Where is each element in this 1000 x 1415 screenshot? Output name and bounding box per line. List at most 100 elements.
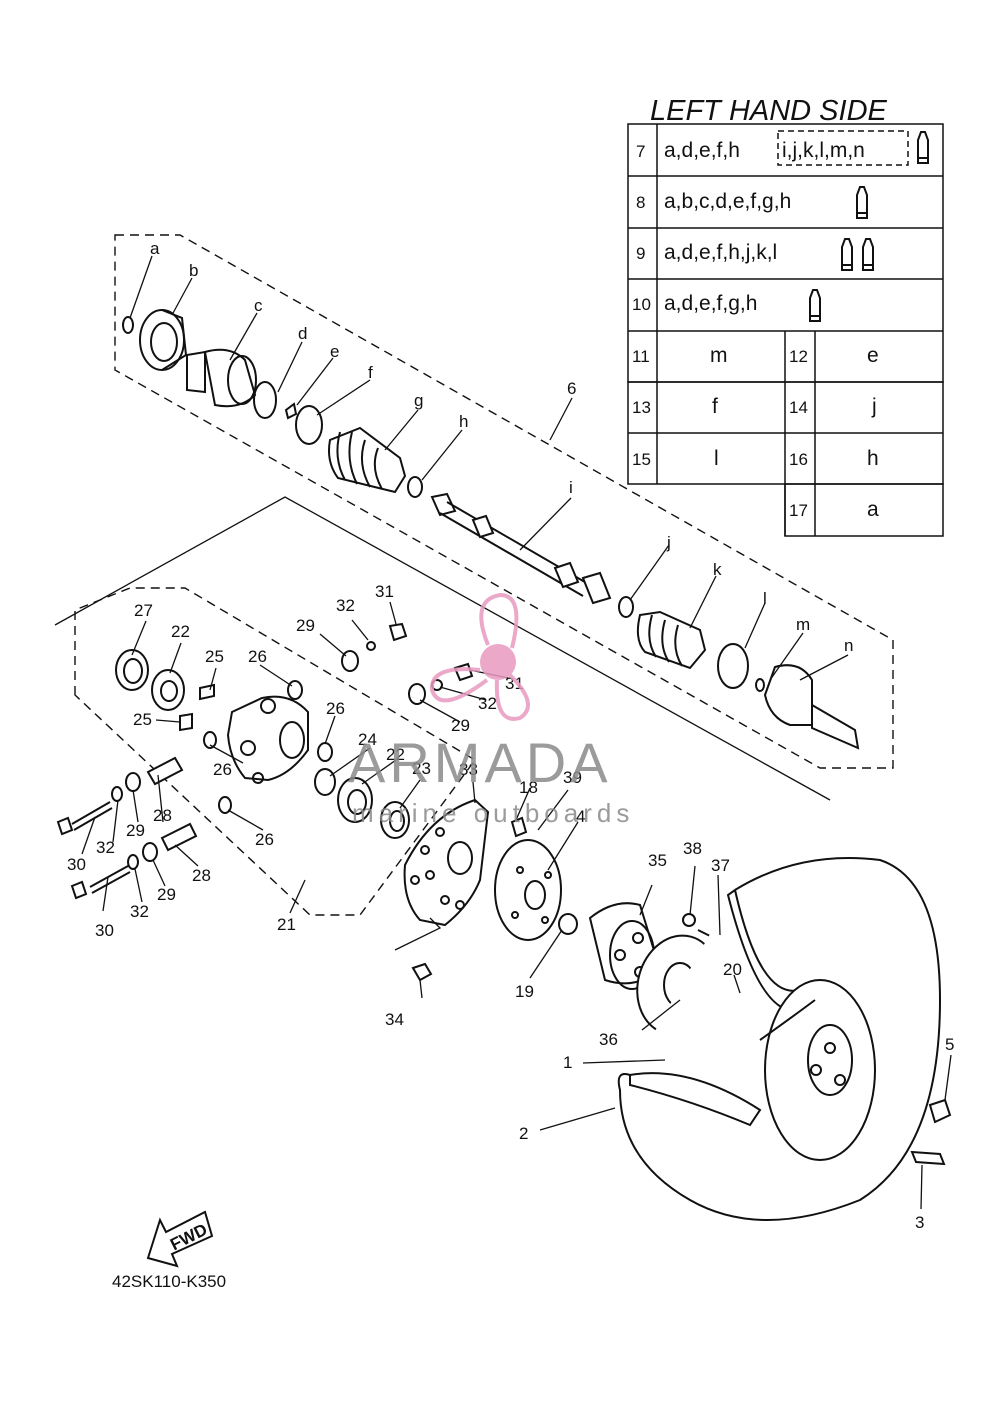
table-row-12-val: e <box>867 344 879 367</box>
callout-32a: 32 <box>336 596 355 615</box>
callout-27: 27 <box>134 601 153 620</box>
callout-4: 4 <box>576 807 585 826</box>
diagram-code: 42SK110-K350 <box>112 1272 226 1291</box>
cv-boot-inner <box>636 610 707 670</box>
cv-joint-seal <box>139 309 188 371</box>
callout-30a: 30 <box>67 855 86 874</box>
callout-30b: 30 <box>95 921 114 940</box>
armada-watermark: ARMADA marine outboards <box>348 592 634 828</box>
callout-h: h <box>459 412 468 431</box>
table-row-7-boxed: i,j,k,l,m,n <box>782 139 865 162</box>
callout-26d: 26 <box>255 830 274 849</box>
callout-18: 18 <box>519 778 538 797</box>
brake-disc <box>403 798 490 927</box>
table-row-17-val: a <box>867 498 879 521</box>
callout-26a: 26 <box>248 647 267 666</box>
callout-f: f <box>368 363 373 382</box>
bearing-22a <box>151 669 185 711</box>
table-row-17-num: 17 <box>789 501 808 520</box>
callout-e: e <box>330 342 339 361</box>
callout-35: 35 <box>648 851 667 870</box>
cv-boot-outer <box>328 426 407 494</box>
callout-k: k <box>713 560 722 579</box>
wheel-tire <box>617 857 942 1221</box>
callout-38: 38 <box>683 839 702 858</box>
callout-l: l <box>763 589 767 608</box>
inner-cv-joint <box>763 664 860 750</box>
table-row-12-num: 12 <box>789 347 808 366</box>
callout-20: 20 <box>723 960 742 979</box>
callout-24: 24 <box>358 730 377 749</box>
callout-n: n <box>844 636 853 655</box>
table-row-7-num: 7 <box>636 142 645 161</box>
callout-i: i <box>569 478 573 497</box>
callout-22a: 22 <box>171 622 190 641</box>
callout-28b: 28 <box>192 866 211 885</box>
table-row-16-num: 16 <box>789 450 808 469</box>
table-row-13-val: f <box>712 395 718 418</box>
callout-19: 19 <box>515 982 534 1001</box>
callout-g: g <box>414 391 423 410</box>
callout-32c: 32 <box>96 838 115 857</box>
watermark-tagline: marine outboards <box>352 798 634 828</box>
callout-28a: 28 <box>153 806 172 825</box>
callout-d: d <box>298 324 307 343</box>
watermark-brand: ARMADA <box>348 731 612 794</box>
table-row-15-val: l <box>714 447 719 470</box>
table-row-11-val: m <box>710 344 728 367</box>
table-row-10-letters: a,d,e,f,g,h <box>664 292 757 315</box>
callout-26b: 26 <box>326 699 345 718</box>
table-row-13-num: 13 <box>632 398 651 417</box>
callout-m: m <box>796 615 810 634</box>
table-title: LEFT HAND SIDE <box>650 95 888 127</box>
callout-j: j <box>666 533 671 552</box>
callout-b: b <box>189 261 198 280</box>
propeller-logo-icon <box>429 592 530 721</box>
callout-c: c <box>254 296 263 315</box>
callout-26c: 26 <box>213 760 232 779</box>
callout-21: 21 <box>277 915 296 934</box>
table-row-14-num: 14 <box>789 398 808 417</box>
knuckle-assembly-outline <box>74 587 477 916</box>
oil-seal <box>115 649 149 691</box>
callout-37: 37 <box>711 856 730 875</box>
callout-5: 5 <box>945 1035 954 1054</box>
outer-cv-joint <box>186 348 257 408</box>
callout-39: 39 <box>563 768 582 787</box>
callout-25a: 25 <box>205 647 224 666</box>
callout-34: 34 <box>385 1010 404 1029</box>
table-row-14-val: j <box>871 395 877 418</box>
wheel-hub <box>494 839 562 941</box>
callout-22b: 22 <box>386 745 405 764</box>
drive-shaft <box>430 492 612 605</box>
table-row-15-num: 15 <box>632 450 651 469</box>
table-row-8-letters: a,b,c,d,e,f,g,h <box>664 190 791 213</box>
callout-1: 1 <box>563 1053 572 1072</box>
callout-6: 6 <box>567 379 576 398</box>
table-row-9-num: 9 <box>636 244 645 263</box>
callout-29c: 29 <box>126 821 145 840</box>
callout-29b: 29 <box>451 716 470 735</box>
callout-25b: 25 <box>133 710 152 729</box>
axle-assembly-bracket <box>54 496 831 801</box>
bearing-22b <box>337 777 373 823</box>
assembly-outlines <box>54 234 894 916</box>
callout-29a: 29 <box>296 616 315 635</box>
table-row-11-num: 11 <box>632 347 650 366</box>
callout-32b: 32 <box>478 694 497 713</box>
drive-shaft-parts <box>122 309 860 750</box>
callout-2: 2 <box>519 1124 528 1143</box>
grease-tube-icon <box>809 131 929 322</box>
fwd-arrow-icon: FWD <box>146 1210 214 1268</box>
callout-labels: a b c d e f g h i j k l m n 6 27 22 25 2… <box>67 239 954 1232</box>
callout-36: 36 <box>599 1030 618 1049</box>
leader-lines <box>81 255 952 1210</box>
table-row-8-num: 8 <box>636 193 645 212</box>
callout-32d: 32 <box>130 902 149 921</box>
callout-a: a <box>150 239 160 258</box>
knuckle-body <box>226 695 309 784</box>
callout-29d: 29 <box>157 885 176 904</box>
callout-33: 33 <box>459 760 478 779</box>
table-row-9-letters: a,d,e,f,h,j,k,l <box>664 241 777 264</box>
